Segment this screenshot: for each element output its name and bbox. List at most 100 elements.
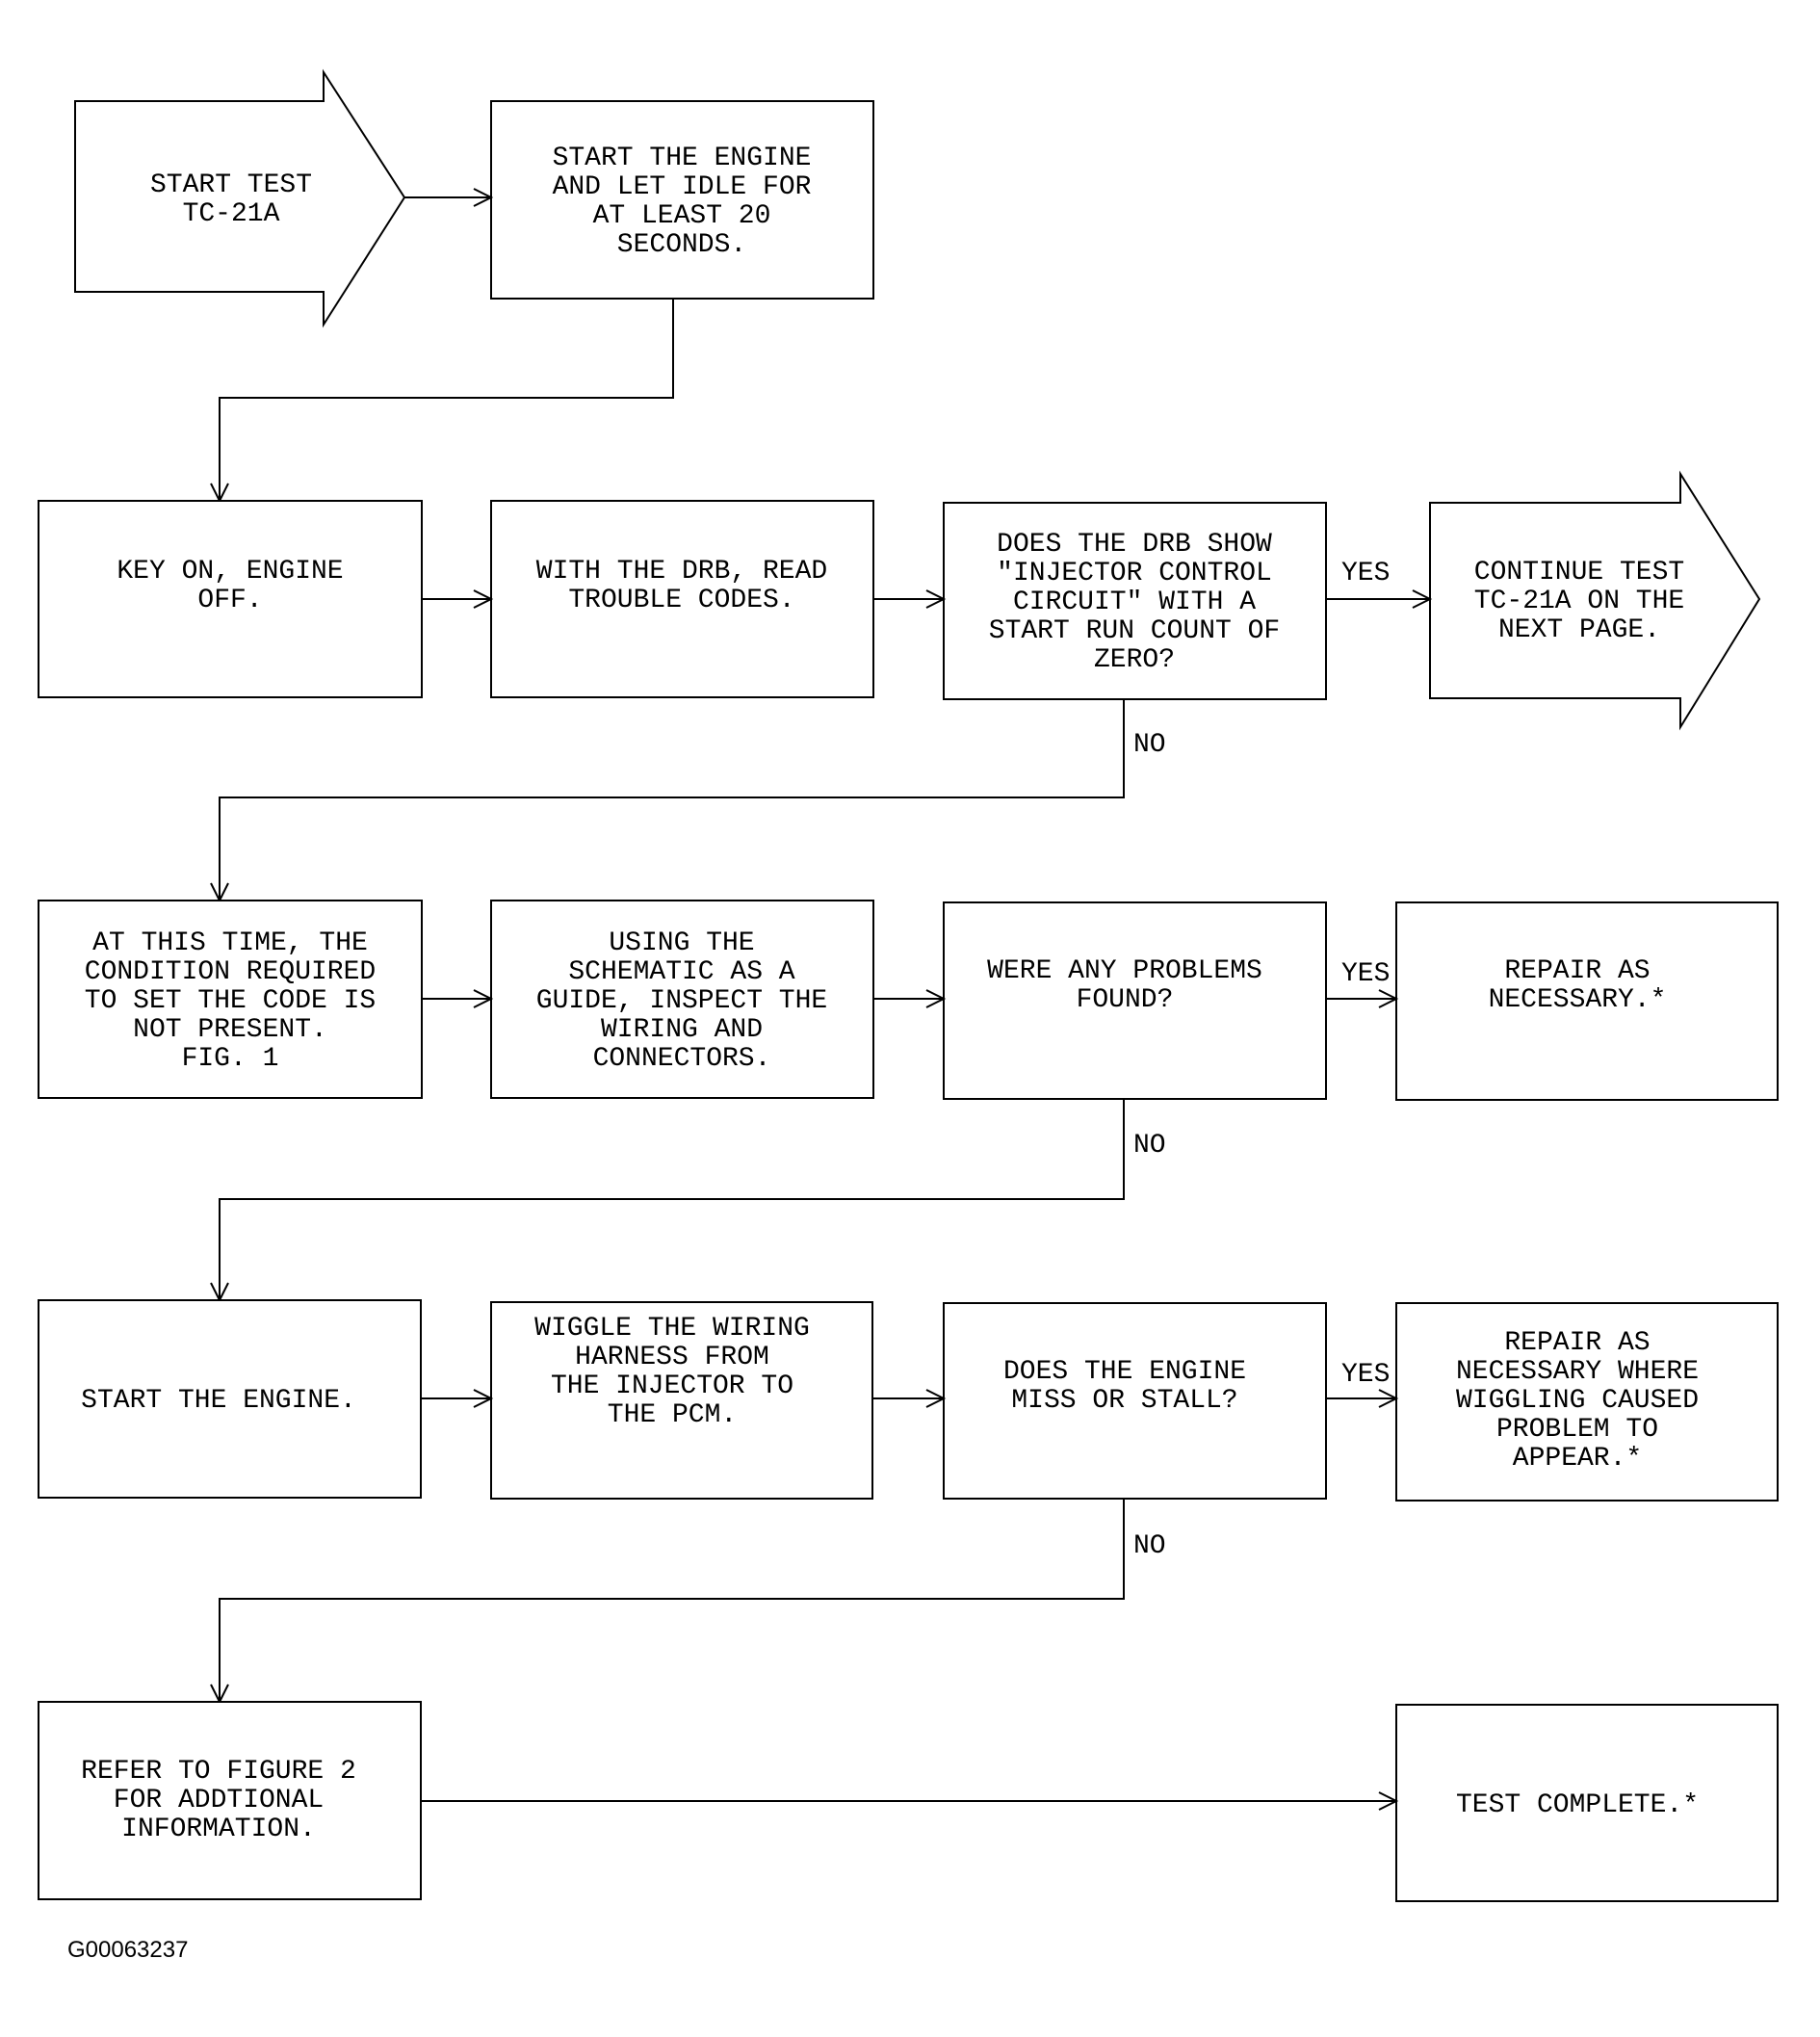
step-repair	[1395, 901, 1779, 1101]
step-text-line: FOUND?	[1077, 985, 1174, 1015]
step-text-line: KEY ON, ENGINE	[117, 557, 343, 587]
arrowhead	[1378, 1389, 1399, 1408]
step-start-engine	[38, 1299, 422, 1499]
step-text-line: OFF.	[197, 586, 262, 615]
decision-drb-show	[943, 502, 1327, 700]
step-text-line: WIRING AND	[601, 1015, 763, 1045]
arrowhead	[1412, 589, 1433, 609]
step-text-line: THE INJECTOR TO	[551, 1371, 793, 1401]
arrowhead	[1378, 989, 1399, 1008]
step-text-line: ZERO?	[1094, 645, 1175, 675]
step-text-line: MISS OR STALL?	[1011, 1386, 1237, 1416]
arrowhead	[925, 589, 947, 609]
step-text-line: AT THIS TIME, THE	[92, 928, 368, 958]
step-test-complete	[1395, 1704, 1779, 1902]
arrowhead	[473, 989, 494, 1008]
figure-id: G00063237	[67, 1937, 188, 1963]
arrowhead	[925, 1389, 947, 1408]
step-text-line: REPAIR AS	[1504, 1328, 1650, 1358]
step-text-line: CONNECTORS.	[593, 1044, 771, 1074]
decision-drb-show-text: DOES THE DRB SHOW"INJECTOR CONTROLCIRCUI…	[989, 530, 1280, 675]
step-text-line: CONDITION REQUIRED	[85, 957, 376, 987]
step-refer-figure-2	[38, 1701, 422, 1900]
step-text-line: DOES THE DRB SHOW	[997, 530, 1272, 560]
step-text-line: CIRCUIT" WITH A	[1013, 588, 1256, 617]
step-text-line: WITH THE DRB, READ	[536, 557, 827, 587]
step-repair-wiggling	[1395, 1302, 1779, 1502]
step-start-engine-text: START THE ENGINE.	[81, 1386, 356, 1416]
step-text-line: TC-21A	[183, 199, 280, 229]
step-inspect-wiring	[490, 900, 874, 1099]
step-text-line: START TEST	[150, 170, 312, 200]
yes-label-1: YES	[1341, 559, 1390, 588]
step-text-line: SECONDS.	[617, 230, 746, 260]
yes-label-2: YES	[1341, 959, 1390, 989]
step-text-line: REFER TO FIGURE 2	[81, 1757, 356, 1787]
step-text-line: WERE ANY PROBLEMS	[987, 956, 1262, 986]
step-text-line: NECESSARY.*	[1489, 985, 1667, 1015]
step-text-line: NOT PRESENT.	[133, 1015, 327, 1045]
step-text-line: REPAIR AS	[1504, 956, 1650, 986]
arrowhead	[925, 989, 947, 1008]
step-text-line: START THE ENGINE	[553, 144, 812, 173]
step-condition-not-present	[38, 900, 423, 1099]
no-label-2: NO	[1133, 1131, 1166, 1161]
step-text-line: FIG. 1	[182, 1044, 279, 1074]
step-text-line: WIGGLE THE WIRING	[534, 1314, 810, 1344]
step-text-line: DOES THE ENGINE	[1003, 1357, 1246, 1387]
decision-engine-miss	[943, 1302, 1327, 1500]
arrowhead	[473, 589, 494, 609]
step-text-line: TC-21A ON THE	[1474, 587, 1684, 616]
step-text-line: TEST COMPLETE.*	[1456, 1790, 1699, 1820]
step-text-line: NECESSARY WHERE	[1456, 1357, 1699, 1387]
step-text-line: SCHEMATIC AS A	[568, 957, 794, 987]
step-wiggle-wiring	[490, 1301, 873, 1500]
step-text-line: USING THE	[609, 928, 754, 958]
step-text-line: TO SET THE CODE IS	[85, 986, 376, 1016]
no-label-3: NO	[1133, 1531, 1166, 1561]
decision-problems-found	[943, 901, 1327, 1100]
step-text-line: PROBLEM TO	[1496, 1415, 1658, 1445]
step-text-line: THE PCM.	[608, 1400, 737, 1430]
step-test-complete-text: TEST COMPLETE.*	[1456, 1790, 1699, 1820]
step-key-on	[38, 500, 423, 698]
step-read-codes	[490, 500, 874, 698]
step-start-engine-idle	[490, 100, 874, 300]
yes-label-3: YES	[1341, 1360, 1390, 1390]
connector-idle-to-key-on	[219, 299, 674, 501]
step-text-line: GUIDE, INSPECT THE	[536, 986, 827, 1016]
connector-miss-no	[219, 1499, 1125, 1702]
step-text-line: HARNESS FROM	[575, 1343, 769, 1372]
step-text-line: AND LET IDLE FOR	[553, 172, 812, 202]
step-text-line: NEXT PAGE.	[1498, 615, 1660, 645]
connector-problems-no	[219, 1099, 1125, 1300]
arrowhead	[473, 1389, 494, 1408]
step-text-line: FOR ADDTIONAL	[114, 1786, 324, 1815]
step-text-line: START RUN COUNT OF	[989, 616, 1280, 646]
arrowhead	[1378, 1791, 1399, 1811]
step-text-line: WIGGLING CAUSED	[1456, 1386, 1699, 1416]
step-text-line: AT LEAST 20	[593, 201, 771, 231]
step-text-line: "INJECTOR CONTROL	[997, 559, 1272, 588]
connector-drb-no	[219, 699, 1125, 901]
continue-test-arrow	[1429, 470, 1761, 731]
step-text-line: CONTINUE TEST	[1474, 558, 1684, 588]
step-text-line: INFORMATION.	[121, 1815, 316, 1844]
no-label-1: NO	[1133, 730, 1166, 760]
step-text-line: APPEAR.*	[1513, 1444, 1642, 1474]
step-text-line: START THE ENGINE.	[81, 1386, 356, 1416]
